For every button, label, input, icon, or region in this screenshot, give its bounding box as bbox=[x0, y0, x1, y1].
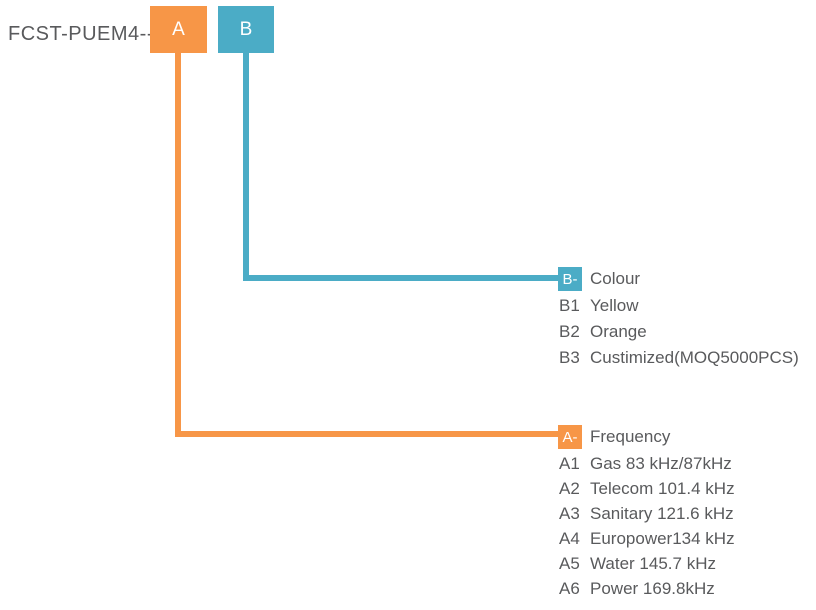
list-item: A2 Telecom 101.4 kHz bbox=[558, 476, 735, 501]
list-item: B3 Custimized(MOQ5000PCS) bbox=[558, 345, 799, 371]
item-code: A3 bbox=[559, 503, 580, 523]
list-item: B2 Orange bbox=[558, 319, 799, 345]
item-code: B3 bbox=[559, 348, 580, 367]
item-label: Custimized(MOQ5000PCS) bbox=[590, 348, 799, 367]
frequency-code-chip: A- bbox=[558, 425, 582, 449]
code-box-b: B bbox=[218, 6, 274, 53]
item-label: Power 169.8kHz bbox=[590, 578, 715, 598]
list-item: B1 Yellow bbox=[558, 293, 799, 319]
code-box-a-label: A bbox=[172, 18, 185, 40]
item-code: B1 bbox=[559, 296, 580, 315]
item-code: A1 bbox=[559, 453, 580, 473]
item-label: Europower134 kHz bbox=[590, 528, 735, 548]
item-label: Gas 83 kHz/87kHz bbox=[590, 453, 732, 473]
colour-code-chip: B- bbox=[558, 267, 582, 291]
item-label: Orange bbox=[590, 322, 647, 341]
item-code: A2 bbox=[559, 478, 580, 498]
colour-legend-header: B- Colour bbox=[558, 267, 799, 291]
item-code: A5 bbox=[559, 553, 580, 573]
item-code: A4 bbox=[559, 528, 580, 548]
item-code: A6 bbox=[559, 578, 580, 598]
connector-b-horizontal bbox=[243, 275, 558, 281]
list-item: A5 Water 145.7 kHz bbox=[558, 551, 735, 576]
code-box-a: A bbox=[150, 6, 207, 53]
list-item: A6 Power 169.8kHz bbox=[558, 576, 735, 601]
part-number-prefix: FCST-PUEM4-- bbox=[8, 23, 154, 45]
list-item: A1 Gas 83 kHz/87kHz bbox=[558, 451, 735, 476]
code-box-b-label: B bbox=[239, 18, 253, 40]
colour-legend-title: Colour bbox=[590, 269, 641, 288]
colour-legend: B- Colour B1 Yellow B2 Orange B3 Custimi… bbox=[558, 267, 799, 371]
item-label: Water 145.7 kHz bbox=[590, 553, 716, 573]
frequency-legend-title: Frequency bbox=[590, 427, 671, 446]
item-label: Yellow bbox=[590, 296, 639, 315]
list-item: A3 Sanitary 121.6 kHz bbox=[558, 501, 735, 526]
connector-b-vertical bbox=[243, 53, 249, 281]
item-label: Sanitary 121.6 kHz bbox=[590, 503, 734, 523]
connector-a-horizontal bbox=[175, 431, 558, 437]
frequency-legend: A- Frequency A1 Gas 83 kHz/87kHz A2 Tele… bbox=[558, 425, 735, 601]
list-item: A4 Europower134 kHz bbox=[558, 526, 735, 551]
connector-a-vertical bbox=[175, 53, 181, 437]
frequency-legend-header: A- Frequency bbox=[558, 425, 735, 449]
item-code: B2 bbox=[559, 322, 580, 341]
item-label: Telecom 101.4 kHz bbox=[590, 478, 735, 498]
